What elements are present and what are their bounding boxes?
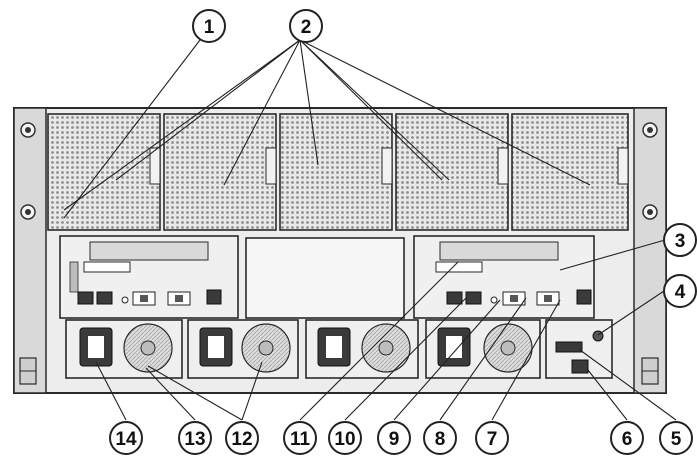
usb-port-icon[interactable] xyxy=(555,341,583,353)
callout-label: 6 xyxy=(622,429,633,450)
power-supply[interactable] xyxy=(425,319,541,379)
callout-14: 14 xyxy=(109,421,143,455)
callout-6: 6 xyxy=(610,421,644,455)
callout-label: 10 xyxy=(334,429,355,450)
callout-10: 10 xyxy=(328,421,362,455)
mgmt-port-icon[interactable] xyxy=(576,289,592,305)
sfp-port-icon[interactable] xyxy=(167,291,191,306)
management-module[interactable] xyxy=(545,319,613,379)
network-port-icon[interactable] xyxy=(77,291,113,305)
fan-module[interactable] xyxy=(511,113,629,231)
network-port-icon[interactable] xyxy=(571,359,589,374)
callout-8: 8 xyxy=(423,421,457,455)
callout-label: 9 xyxy=(389,429,400,450)
fan-module[interactable] xyxy=(279,113,393,231)
sfp-port-icon[interactable] xyxy=(536,291,560,306)
callout-label: 8 xyxy=(435,429,446,450)
callout-3: 3 xyxy=(663,223,697,257)
callout-12: 12 xyxy=(225,421,259,455)
power-supply[interactable] xyxy=(65,319,183,379)
callout-1: 1 xyxy=(192,9,226,43)
thumbscrew-icon[interactable] xyxy=(20,204,36,220)
io-module-left[interactable] xyxy=(59,235,239,319)
blank-panel xyxy=(245,237,405,319)
callout-label: 14 xyxy=(115,429,137,450)
fan-module[interactable] xyxy=(163,113,277,231)
callout-13: 13 xyxy=(178,421,212,455)
sfp-port-icon[interactable] xyxy=(502,291,526,306)
io-module-right[interactable] xyxy=(413,235,595,319)
power-supply[interactable] xyxy=(187,319,299,379)
fan-module[interactable] xyxy=(395,113,509,231)
callout-label: 13 xyxy=(184,429,205,450)
callout-4: 4 xyxy=(663,274,697,308)
callout-11: 11 xyxy=(283,421,317,455)
callout-2: 2 xyxy=(289,9,323,43)
callout-9: 9 xyxy=(377,421,411,455)
callout-7: 7 xyxy=(475,421,509,455)
network-port-icon[interactable] xyxy=(446,291,482,305)
callout-label: 12 xyxy=(231,429,252,450)
led-icon xyxy=(121,296,129,304)
psu-row xyxy=(65,319,613,379)
callout-label: 3 xyxy=(675,231,686,252)
sfp-port-icon[interactable] xyxy=(132,291,156,306)
callout-5: 5 xyxy=(659,421,693,455)
callout-label: 7 xyxy=(487,429,498,450)
callouts: 1 2 3 4 5 6 7 8 xyxy=(109,9,697,455)
thumbscrew-icon[interactable] xyxy=(20,122,36,138)
thumbscrew-icon[interactable] xyxy=(642,204,658,220)
fan-module[interactable] xyxy=(47,113,161,231)
callout-label: 1 xyxy=(204,17,215,38)
callout-label: 5 xyxy=(671,429,682,450)
mgmt-port-icon[interactable] xyxy=(206,289,222,305)
led-icon xyxy=(490,296,498,304)
callout-label: 11 xyxy=(290,429,311,450)
io-row xyxy=(59,235,595,319)
thumbscrew-icon[interactable] xyxy=(642,122,658,138)
fan-row xyxy=(47,113,629,231)
callout-label: 4 xyxy=(675,282,686,303)
leader-lines xyxy=(63,39,677,421)
callout-label: 2 xyxy=(301,17,312,38)
power-supply[interactable] xyxy=(305,319,419,379)
